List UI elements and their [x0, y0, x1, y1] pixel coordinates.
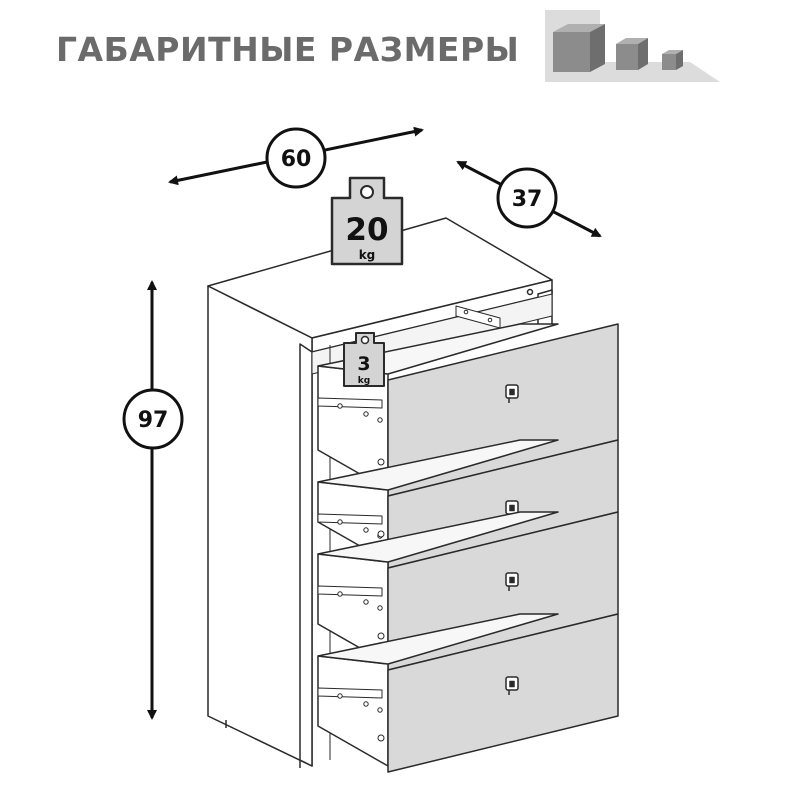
size-cubes-icon: [545, 10, 720, 82]
height-badge: 97: [122, 388, 184, 450]
drawer-load-weight: 3 kg: [343, 332, 385, 387]
drawer-load-unit: kg: [358, 376, 370, 386]
top-load-unit: kg: [359, 248, 376, 262]
width-label: 60: [281, 147, 312, 172]
height-label: 97: [138, 408, 169, 433]
drawer-stack: [317, 323, 619, 773]
top-load-weight: 20 kg: [330, 176, 404, 266]
drawer: [317, 323, 619, 497]
drawer-handle-icon: [505, 676, 519, 695]
depth-badge: 37: [496, 167, 558, 229]
drawer-handle-icon: [505, 572, 519, 591]
drawer: [317, 613, 619, 773]
top-load-value: 20: [345, 212, 388, 248]
drawer-handle-icon: [505, 500, 519, 519]
drawer: [317, 439, 619, 569]
page-title: ГАБАРИТНЫЕ РАЗМЕРЫ: [56, 30, 520, 69]
width-badge: 60: [265, 127, 327, 189]
drawer-handle-icon: [505, 384, 519, 403]
drawer-load-value: 3: [357, 353, 370, 375]
depth-label: 37: [512, 187, 543, 212]
